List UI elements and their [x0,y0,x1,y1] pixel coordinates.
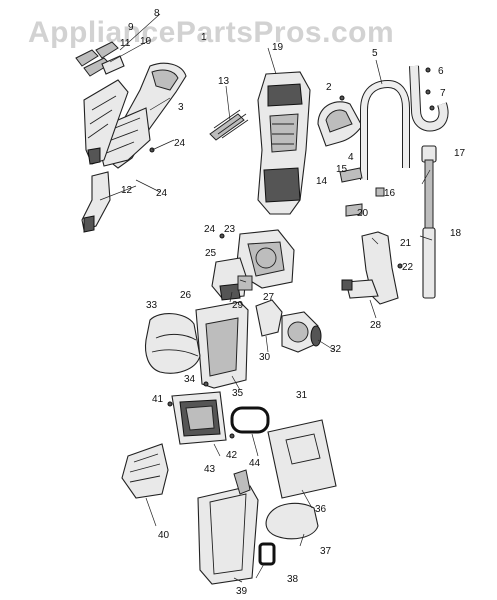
part-12-handle-clip [81,171,111,233]
callout-21: 21 [400,238,412,249]
callout-5: 5 [372,48,378,59]
watermark: AppliancePartsPros.com [28,16,394,49]
part-small-brackets [75,41,125,77]
callout-24c: 24 [204,224,216,235]
callout-28: 28 [370,320,382,331]
callout-12: 12 [121,185,133,196]
callout-10: 10 [140,36,152,47]
callout-38: 38 [287,574,299,585]
leader-lines [99,13,433,583]
callout-labels: 1 2 3 4 5 6 7 8 9 10 11 12 13 14 15 16 1… [120,8,466,597]
callout-42: 42 [226,450,238,461]
callout-22: 22 [402,262,414,273]
part-36-filter-bag [267,419,337,499]
callout-27: 27 [263,292,275,303]
callout-39: 39 [236,586,248,597]
part-21-28-crevice-tool [341,231,399,305]
callout-25: 25 [205,248,217,259]
callout-16: 16 [384,188,396,199]
callout-41: 41 [152,394,164,405]
callout-43: 43 [204,464,216,475]
part-44-gasket [230,406,270,434]
callout-31: 31 [296,390,308,401]
part-39-dirt-cup [197,485,259,585]
callout-26: 26 [180,290,192,301]
callout-8: 8 [154,8,160,19]
callout-30: 30 [259,352,271,363]
callout-9: 9 [128,22,134,33]
part-37-foam-filter [265,502,319,540]
callout-40: 40 [158,530,170,541]
part-35-dust-tube [195,301,249,389]
screws [149,67,435,439]
part-4-hose-cover [317,101,363,147]
part-13-wand-clip [209,109,249,141]
callout-29: 29 [232,300,244,311]
part-38-small-gasket [258,542,276,566]
callout-44: 44 [249,458,261,469]
callout-3: 3 [178,102,184,113]
callout-32: 32 [330,344,342,355]
part-30-31-32-motor [255,299,322,353]
part-43-filter-frame [171,391,227,445]
callout-14: 14 [316,176,328,187]
callout-11: 11 [120,38,131,49]
callout-1: 1 [201,32,207,43]
part-25-26-27-cyclone [211,257,253,301]
part-42-latch [233,469,251,495]
callout-37: 37 [320,546,332,557]
part-handle-assembly [99,62,187,169]
callout-33: 33 [146,300,158,311]
callout-4: 4 [348,152,354,163]
callout-36: 36 [315,504,327,515]
callout-13: 13 [218,76,230,87]
part-5-hose [360,79,410,180]
part-40-side-panel [121,443,169,499]
callout-20: 20 [357,208,369,219]
part-17-18-wand [421,145,437,299]
callout-2: 2 [326,82,332,93]
callout-7: 7 [440,88,446,99]
callout-6: 6 [438,66,444,77]
part-19-main-body [257,71,311,215]
callout-24a: 24 [174,138,186,149]
callout-23: 23 [224,224,236,235]
callout-34: 34 [184,374,196,385]
part-6-hose-end [409,65,449,132]
callout-15: 15 [336,164,348,175]
callout-35: 35 [232,388,244,399]
part-15-16-20-clips [339,167,385,217]
callout-19: 19 [272,42,284,53]
part-nozzle-housing [83,79,129,165]
callout-18: 18 [450,228,462,239]
callout-24b: 24 [156,188,168,199]
part-33-filter-cover [144,313,201,374]
callout-17: 17 [454,148,466,159]
